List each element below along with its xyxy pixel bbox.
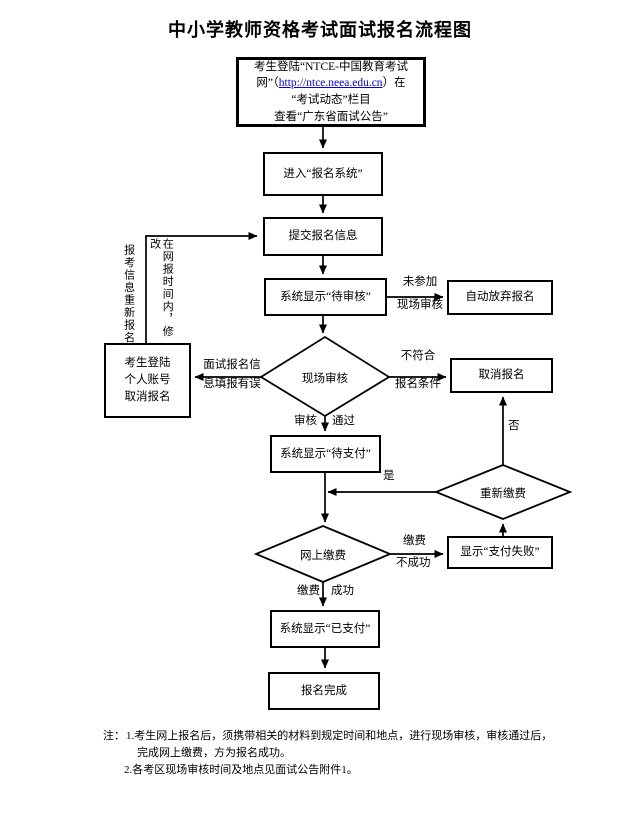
edge-label-no: 否 xyxy=(508,420,520,432)
notes-item1-line2: 完成网上缴费，方为报名成功。 xyxy=(137,747,291,759)
edge-label-not-attended-1: 未参加 xyxy=(402,276,438,288)
node-submit-info: 提交报名信息 xyxy=(263,217,383,256)
login-cancel-line1: 考生登陆 xyxy=(124,357,171,370)
login-cancel-line2: 个人账号 xyxy=(124,374,171,387)
side-note-column-1: 在网报时间内，修改 xyxy=(148,238,174,338)
node-status-pending-pay: 系统显示“待支付” xyxy=(270,435,381,473)
login-line2: 网”（http://ntce.neea.edu.cn）在 xyxy=(254,75,408,92)
notes-prefix: 注： xyxy=(103,730,125,742)
decision-onsite-review-label: 现场审核 xyxy=(302,373,348,385)
login-line1: 考生登陆“NTCE-中国教育考试 xyxy=(254,60,408,73)
node-enter-system: 进入“报名系统” xyxy=(263,152,383,196)
edge-label-info-error-1: 面试报名信 xyxy=(203,359,261,371)
decision-repay-shape xyxy=(433,464,573,520)
node-login-cancel: 考生登陆 个人账号 取消报名 xyxy=(104,343,191,418)
edge-label-review: 审核 xyxy=(294,415,317,427)
decision-online-pay-label: 网上缴费 xyxy=(300,550,346,562)
edge-label-pay-fail-2: 不成功 xyxy=(396,557,431,569)
node-auto-abandon: 自动放弃报名 xyxy=(447,280,553,315)
edge-label-pay-ok-2: 成功 xyxy=(331,585,354,597)
node-pay-failed: 显示“支付失败” xyxy=(447,536,553,569)
edge-label-pay-ok-1: 缴费 xyxy=(297,585,320,597)
edge-label-not-qualified-1: 不符合 xyxy=(400,350,436,362)
node-login-portal: 考生登陆“NTCE-中国教育考试 网”（http://ntce.neea.edu… xyxy=(236,57,426,127)
login-line4: 查看“广东省面试公告” xyxy=(274,110,388,123)
edge-label-not-qualified-2: 报名条件 xyxy=(395,378,441,390)
node-status-paid: 系统显示“已支付” xyxy=(270,610,380,648)
node-status-pending-review: 系统显示“待审核” xyxy=(264,278,387,316)
node-cancel-registration: 取消报名 xyxy=(450,358,553,393)
login-line3: “考试动态”栏目 xyxy=(291,94,371,106)
edge-label-pass: 通过 xyxy=(332,415,355,427)
decision-repay-label: 重新缴费 xyxy=(480,488,526,500)
page-title: 中小学教师资格考试面试报名流程图 xyxy=(168,20,472,40)
node-complete: 报名完成 xyxy=(268,672,380,710)
decision-online-pay-shape xyxy=(253,525,393,583)
notes-item1-line1: 1.考生网上报名后，须携带相关的材料到规定时间和地点，进行现场审核，审核通过后， xyxy=(126,730,553,742)
notes-item2: 2.各考区现场审核时间及地点见面试公告附件1。 xyxy=(124,764,358,776)
side-note-column-2: 报考信息重新报名 xyxy=(122,244,135,344)
connector-login-cancel-to-submit xyxy=(145,232,258,343)
login-line2-post: ）在 xyxy=(382,77,406,90)
edge-label-pay-fail-1: 缴费 xyxy=(403,535,426,547)
login-cancel-line3: 取消报名 xyxy=(124,390,171,403)
ntce-link[interactable]: http://ntce.neea.edu.cn xyxy=(278,77,383,90)
edge-label-info-error-2: 息填报有误 xyxy=(203,378,261,390)
decision-onsite-review-shape xyxy=(259,335,391,418)
login-line2-pre: 网”（ xyxy=(256,77,279,90)
edge-label-not-attended-2: 现场审核 xyxy=(397,299,443,311)
edge-label-yes: 是 xyxy=(383,470,395,482)
